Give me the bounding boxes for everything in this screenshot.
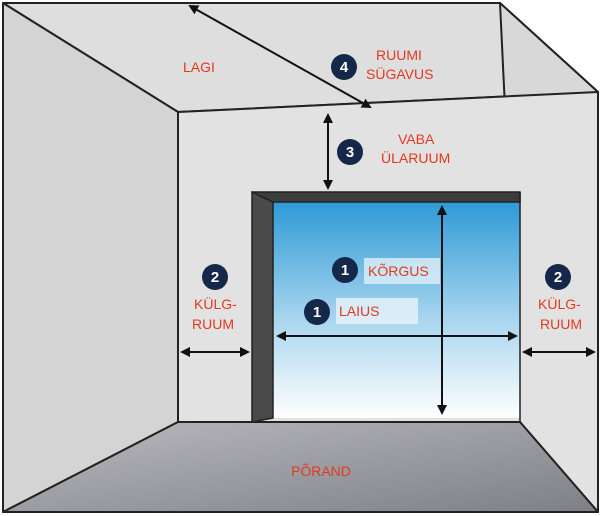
side-left-label-line2: RUUM xyxy=(192,316,234,332)
svg-text:2: 2 xyxy=(554,269,562,286)
badge-side-right: 2 xyxy=(545,264,571,290)
badge-side-left: 2 xyxy=(202,264,228,290)
depth-arrow xyxy=(188,5,372,108)
side-right-label-line2: RUUM xyxy=(540,316,582,332)
svg-text:3: 3 xyxy=(346,144,354,161)
headroom-label-line2: ÜLARUUM xyxy=(381,149,450,166)
svg-text:1: 1 xyxy=(313,304,321,321)
door-left-jamb xyxy=(251,190,274,423)
height-label: KÕRGUS xyxy=(368,263,429,279)
badge-width: 1 xyxy=(304,299,330,325)
depth-label-line2: SÜGAVUS xyxy=(366,65,433,82)
ceiling-label: LAGI xyxy=(183,59,215,75)
width-label: LAIUS xyxy=(339,303,379,319)
badge-height: 1 xyxy=(332,257,358,283)
floor-surface xyxy=(2,421,599,513)
depth-label-line1: RUUMI xyxy=(376,47,422,63)
svg-text:2: 2 xyxy=(211,269,219,286)
width-label-backdrop xyxy=(336,298,418,324)
side-right-label-line1: KÜLG- xyxy=(538,295,581,312)
svg-text:1: 1 xyxy=(341,262,349,279)
svg-text:4: 4 xyxy=(340,59,349,76)
badge-headroom: 3 xyxy=(337,139,363,165)
headroom-label-line1: VABA xyxy=(398,131,435,147)
side-left-label-line1: KÜLG- xyxy=(194,295,237,312)
badge-depth: 4 xyxy=(331,54,357,80)
height-label-backdrop xyxy=(364,258,440,284)
door-header xyxy=(251,191,521,203)
floor-label: PÕRAND xyxy=(291,463,351,479)
